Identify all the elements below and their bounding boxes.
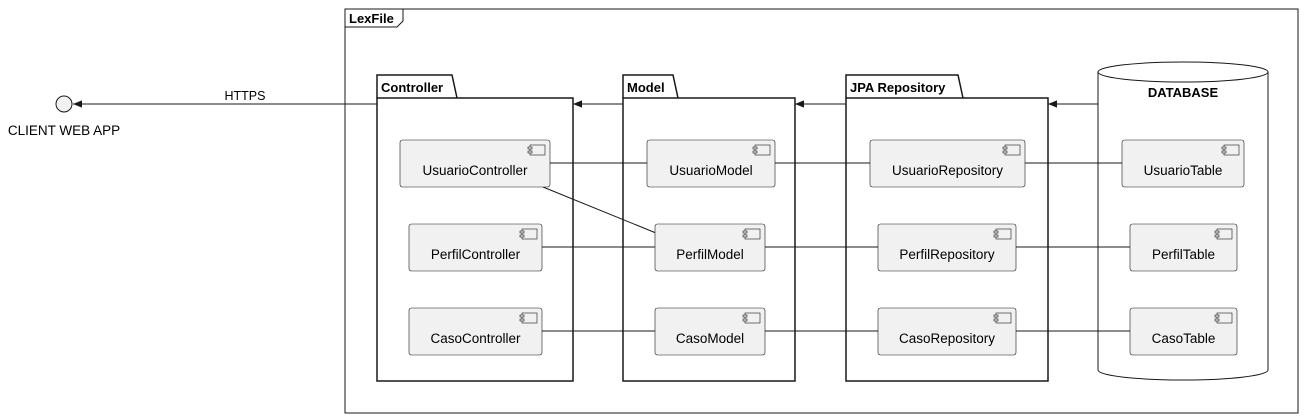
component-label: PerfilController: [431, 247, 521, 262]
component-icon: [519, 312, 538, 324]
component-icon: [1221, 144, 1240, 156]
client-interface: CLIENT WEB APP: [8, 95, 120, 138]
component-casotable: CasoTable: [1129, 307, 1238, 356]
client-label: CLIENT WEB APP: [8, 123, 120, 138]
component-usuariotable: UsuarioTable: [1121, 139, 1245, 188]
components-layer: UsuarioControllerPerfilControllerCasoCon…: [399, 139, 1245, 356]
https-link: HTTPS: [73, 89, 377, 108]
lexfile-frame: LexFile: [344, 8, 1299, 414]
component-label: PerfilModel: [676, 247, 744, 262]
component-icon: [993, 312, 1012, 324]
interface-circle-icon: [55, 95, 73, 113]
component-perfilmodel: PerfilModel: [654, 223, 766, 272]
component-connectors: [542, 162, 1130, 332]
component-icon: [1002, 144, 1021, 156]
component-usuariomodel: UsuarioModel: [646, 139, 776, 188]
component-casocontroller: CasoController: [408, 307, 543, 356]
component-icon: [527, 144, 546, 156]
component-icon: [742, 228, 761, 240]
component-label: CasoTable: [1152, 331, 1216, 346]
frame-title: LexFile: [349, 11, 394, 26]
component-icon: [1214, 312, 1233, 324]
component-icon: [519, 228, 538, 240]
component-icon: [1214, 228, 1233, 240]
component-casorepository: CasoRepository: [877, 307, 1017, 356]
component-label: UsuarioRepository: [892, 163, 1003, 178]
repository-title: JPA Repository: [850, 80, 946, 95]
component-icon: [993, 228, 1012, 240]
component-casomodel: CasoModel: [654, 307, 766, 356]
component-label: CasoController: [430, 331, 521, 346]
repository-package: JPA Repository: [845, 74, 1049, 382]
model-package: Model: [622, 74, 796, 382]
model-title: Model: [627, 80, 665, 95]
database-title: DATABASE: [1148, 85, 1219, 100]
controller-title: Controller: [381, 80, 443, 95]
component-icon: [752, 144, 771, 156]
component-label: CasoRepository: [899, 331, 995, 346]
controller-package: Controller: [376, 74, 574, 382]
database-cylinder: DATABASE: [1097, 61, 1269, 381]
component-label: PerfilRepository: [899, 247, 995, 262]
component-label: UsuarioTable: [1144, 163, 1223, 178]
component-label: UsuarioController: [422, 163, 528, 178]
component-icon: [742, 312, 761, 324]
component-perfiltable: PerfilTable: [1129, 223, 1238, 272]
component-label: UsuarioModel: [669, 163, 752, 178]
component-usuariocontroller: UsuarioController: [399, 139, 551, 188]
component-label: PerfilTable: [1152, 247, 1215, 262]
https-label: HTTPS: [225, 89, 266, 103]
component-label: CasoModel: [676, 331, 744, 346]
component-usuariorepository: UsuarioRepository: [869, 139, 1026, 188]
component-perfilcontroller: PerfilController: [408, 223, 543, 272]
component-perfilrepository: PerfilRepository: [877, 223, 1017, 272]
connector-usuario-controller-perfil-model: [542, 186, 657, 234]
